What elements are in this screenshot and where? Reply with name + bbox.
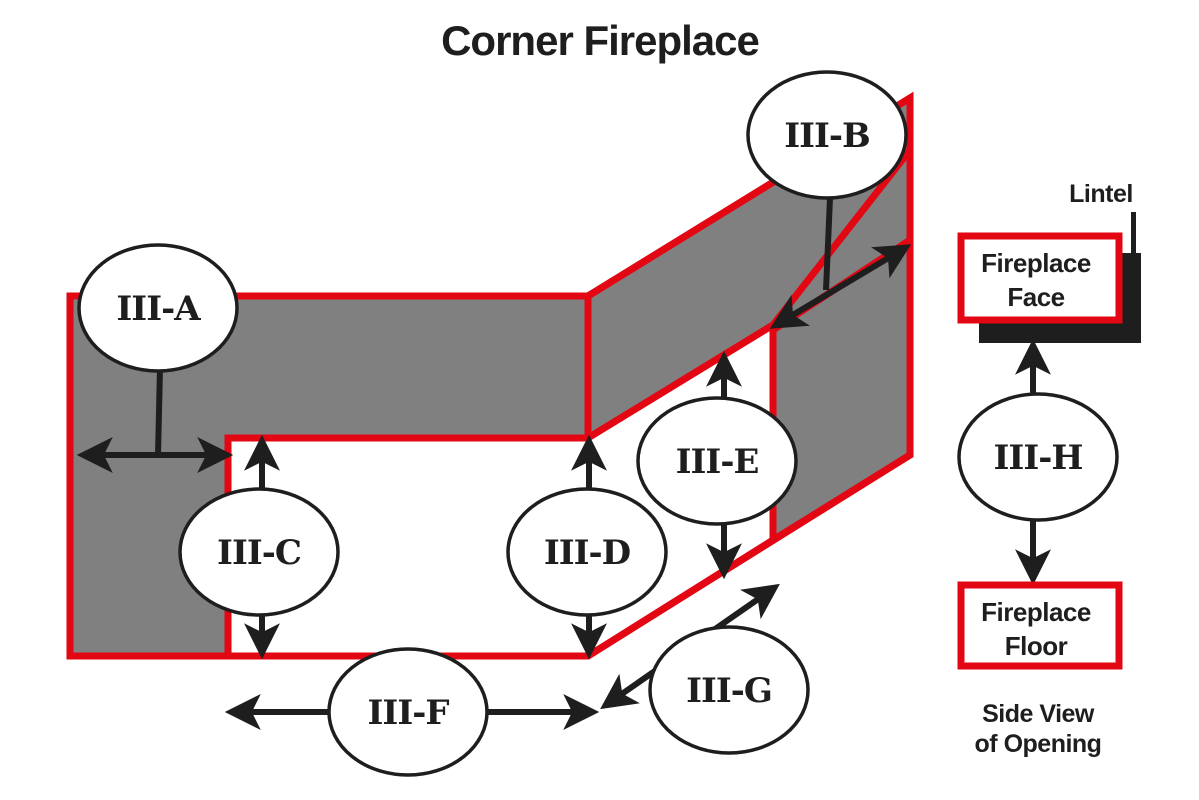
arrow-a-leader	[155, 367, 163, 456]
callout-a: III-A	[77, 243, 239, 373]
side-view-of-opening: Lintel Fireplace Face Fireplace Floor Si…	[957, 180, 1141, 758]
callout-f-label: III-F	[368, 693, 450, 733]
fireplace-face-label-1: Fireplace	[981, 248, 1091, 278]
lintel-leader	[1131, 212, 1136, 257]
callout-e-oval	[636, 396, 798, 526]
callout-b-oval	[746, 70, 908, 200]
callout-b: III-B	[746, 70, 908, 200]
fireplace-face-box	[957, 232, 1123, 324]
fireplace-floor-label-1: Fireplace	[981, 597, 1091, 627]
callout-f-oval	[327, 647, 489, 777]
callout-d: III-D	[506, 487, 668, 617]
callout-h-label: III-H	[994, 438, 1083, 478]
callout-a-label: III-A	[116, 289, 201, 329]
callout-c: III-C	[178, 487, 340, 617]
callout-c-label: III-C	[217, 533, 301, 573]
diagram-title: Corner Fireplace	[441, 17, 759, 64]
callout-h: III-H	[957, 392, 1119, 522]
side-view-caption-2: of Opening	[975, 730, 1102, 758]
side-view-caption-1: Side View	[982, 700, 1095, 728]
callout-e: III-E	[636, 396, 798, 526]
arrow-b-leader	[823, 197, 833, 291]
callout-g-label: III-G	[686, 671, 772, 711]
callout-d-label: III-D	[544, 533, 631, 573]
callout-e-label: III-E	[676, 442, 759, 482]
callout-a-oval	[77, 243, 239, 373]
arrow-b	[769, 244, 912, 329]
lintel-label: Lintel	[1069, 180, 1133, 208]
callout-d-oval	[506, 487, 668, 617]
fireplace-face-label-2: Face	[1007, 282, 1064, 312]
callout-g: III-G	[648, 625, 810, 755]
callout-h-oval	[957, 392, 1119, 522]
callout-f: III-F	[327, 647, 489, 777]
callout-g-oval	[648, 625, 810, 755]
callout-c-oval	[178, 487, 340, 617]
fireplace-floor-box	[957, 581, 1123, 670]
fireplace-floor-label-2: Floor	[1005, 631, 1068, 661]
callout-b-label: III-B	[784, 116, 870, 156]
